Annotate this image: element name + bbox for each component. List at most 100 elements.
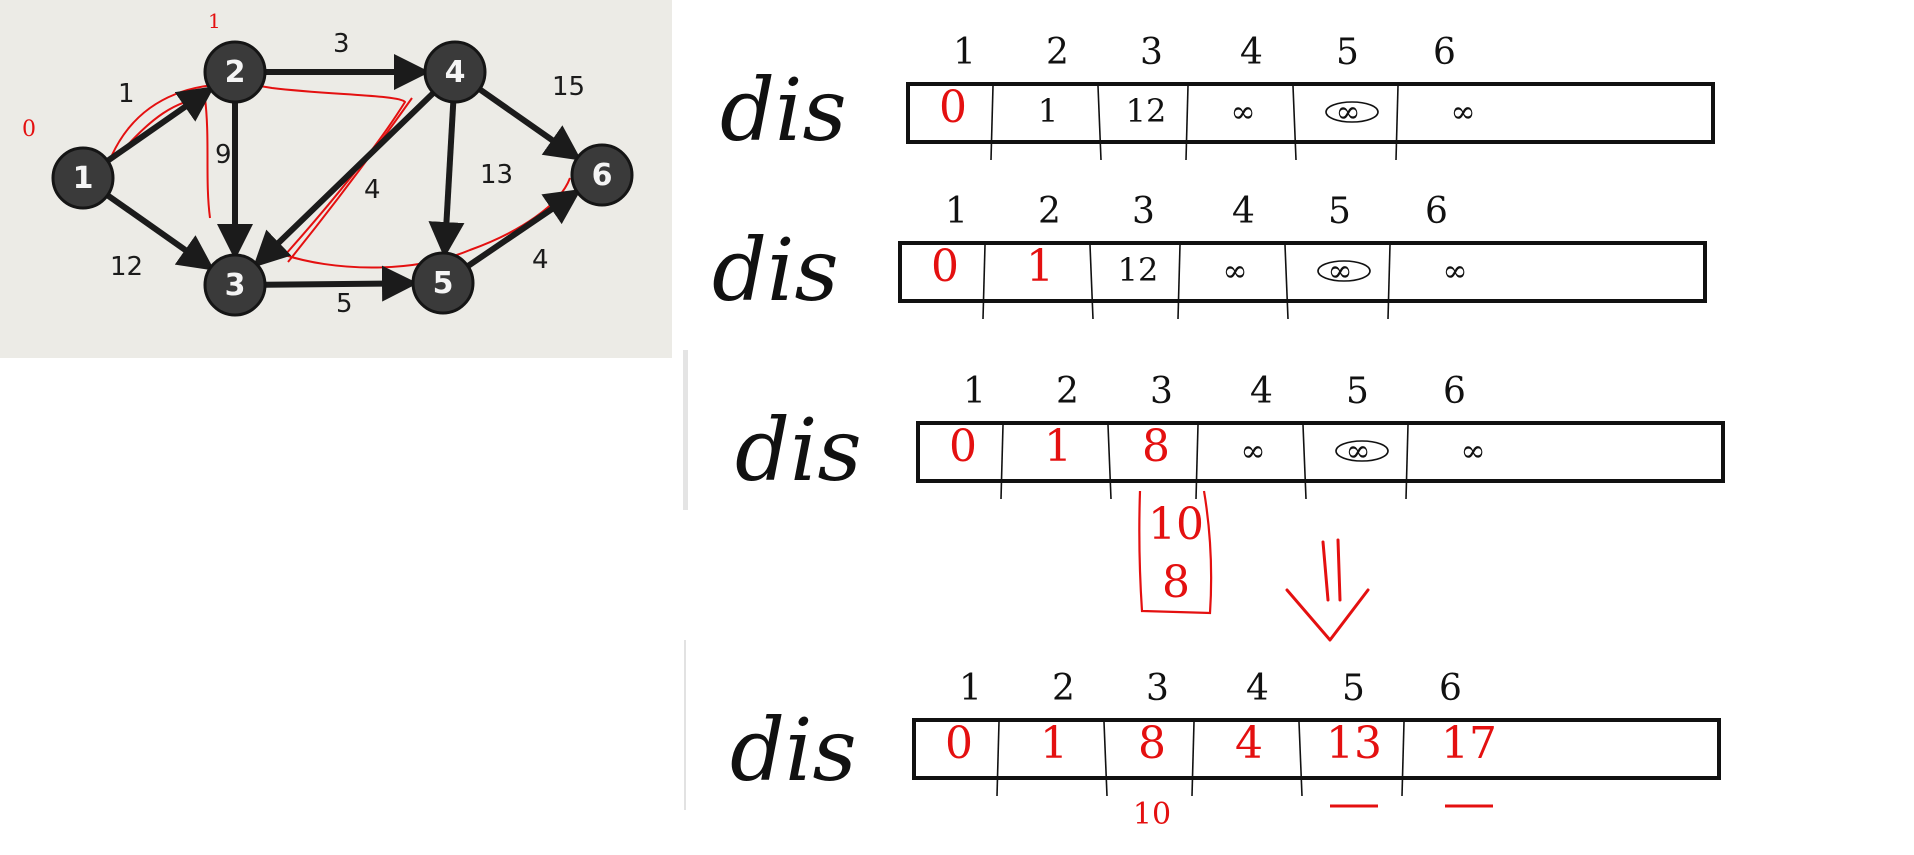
cell-divider [1103, 721, 1108, 797]
cell-value: 1 [1040, 718, 1068, 769]
cell-divider [1195, 424, 1199, 500]
dis-label: dis [720, 61, 847, 161]
infinity-mark: ∞ [1325, 95, 1379, 130]
column-header: 2 [1046, 32, 1069, 73]
cell-divider [1401, 721, 1405, 797]
infinity-mark: ∞ [1443, 254, 1468, 289]
cell-value: ∞ [1223, 254, 1248, 289]
cell-divider [1284, 244, 1289, 320]
graph-node-label: 5 [433, 266, 454, 301]
cell-divider [1177, 244, 1181, 320]
infinity-mark: ∞ [1241, 434, 1266, 469]
cell-value: 12 [1126, 92, 1167, 130]
column-header: 1 [953, 32, 976, 73]
column-header: 1 [945, 191, 968, 232]
separator-strip [683, 350, 688, 510]
cell-value: ∞ [1241, 434, 1266, 469]
column-header: 5 [1342, 668, 1365, 709]
cell-value: ∞ [1231, 95, 1256, 130]
edge-weight-label: 4 [532, 245, 549, 275]
note-value: 10 [1133, 797, 1171, 832]
column-header: 2 [1056, 371, 1079, 412]
edge-1-2 [105, 86, 215, 164]
cell-value: 0 [949, 421, 977, 472]
cell-divider [1292, 85, 1297, 161]
dist-annotation: 1 [208, 9, 221, 33]
graph-node-label: 6 [592, 158, 613, 193]
column-header: 3 [1150, 371, 1173, 412]
graph-node [203, 40, 267, 104]
note-value: 10 [1148, 499, 1204, 550]
column-header: 1 [959, 668, 982, 709]
cell-value: ∞ [1443, 254, 1468, 289]
graph-node-label: 2 [225, 55, 246, 90]
cell-value: 1 [1038, 92, 1058, 130]
edge-weight-label: 12 [110, 252, 143, 282]
scribble [1325, 101, 1379, 123]
column-header: 3 [1140, 32, 1163, 73]
graph-node-label: 3 [225, 268, 246, 303]
cell-divider [1302, 424, 1307, 500]
column-header: 6 [1439, 668, 1462, 709]
graph-node [203, 253, 267, 317]
cell-value: 1 [1026, 241, 1054, 292]
cell-divider [1298, 721, 1303, 797]
cell-value: 0 [945, 718, 973, 769]
dis-label: dis [712, 221, 839, 321]
edge-1-3 [105, 192, 215, 271]
column-header: 4 [1250, 371, 1273, 412]
double-down-arrow-icon [1285, 538, 1370, 642]
column-header: 4 [1246, 668, 1269, 709]
infinity-mark: ∞ [1231, 95, 1256, 130]
cell-value: 0 [931, 241, 959, 292]
column-header: 4 [1240, 32, 1263, 73]
column-header: 5 [1346, 371, 1369, 412]
dist-annotation: 0 [22, 117, 36, 142]
cell-value: ∞ [1336, 95, 1361, 130]
infinity-mark: ∞ [1451, 95, 1476, 130]
dis-label: dis [730, 701, 857, 801]
cell-divider [1405, 424, 1409, 500]
column-header: 6 [1425, 191, 1448, 232]
graph-node [411, 251, 475, 315]
column-header: 1 [963, 371, 986, 412]
scribble [1317, 260, 1371, 282]
note-value: 8 [1162, 557, 1190, 608]
column-header: 6 [1433, 32, 1456, 73]
cell-divider [1185, 85, 1189, 161]
cell-value: 1 [1044, 421, 1072, 472]
cell-divider [982, 244, 986, 320]
column-header: 3 [1146, 668, 1169, 709]
cell-divider [996, 721, 1000, 797]
note-bracket [1138, 490, 1213, 615]
cell-value: ∞ [1346, 434, 1371, 469]
infinity-mark: ∞ [1335, 434, 1389, 469]
array-frame [898, 241, 1707, 303]
infinity-mark: ∞ [1317, 254, 1371, 289]
edge-weight-label: 15 [552, 72, 585, 102]
cell-value: ∞ [1461, 434, 1486, 469]
cell-divider [1000, 424, 1004, 500]
array-frame [916, 421, 1725, 483]
cell-value: ∞ [1451, 95, 1476, 130]
cell-value: 13 [1326, 718, 1382, 769]
cell-divider [1387, 244, 1391, 320]
edge-weight-label: 13 [480, 160, 513, 190]
edge-4-5 [428, 101, 465, 259]
graph-node [51, 146, 115, 210]
cell-divider [1107, 424, 1112, 500]
scribble [1335, 440, 1389, 462]
edge-4-6 [477, 86, 582, 161]
cell-value: 4 [1235, 718, 1263, 769]
column-header: 5 [1328, 191, 1351, 232]
cell-divider [1191, 721, 1195, 797]
graph-node [423, 40, 487, 104]
graph-node [570, 143, 634, 207]
